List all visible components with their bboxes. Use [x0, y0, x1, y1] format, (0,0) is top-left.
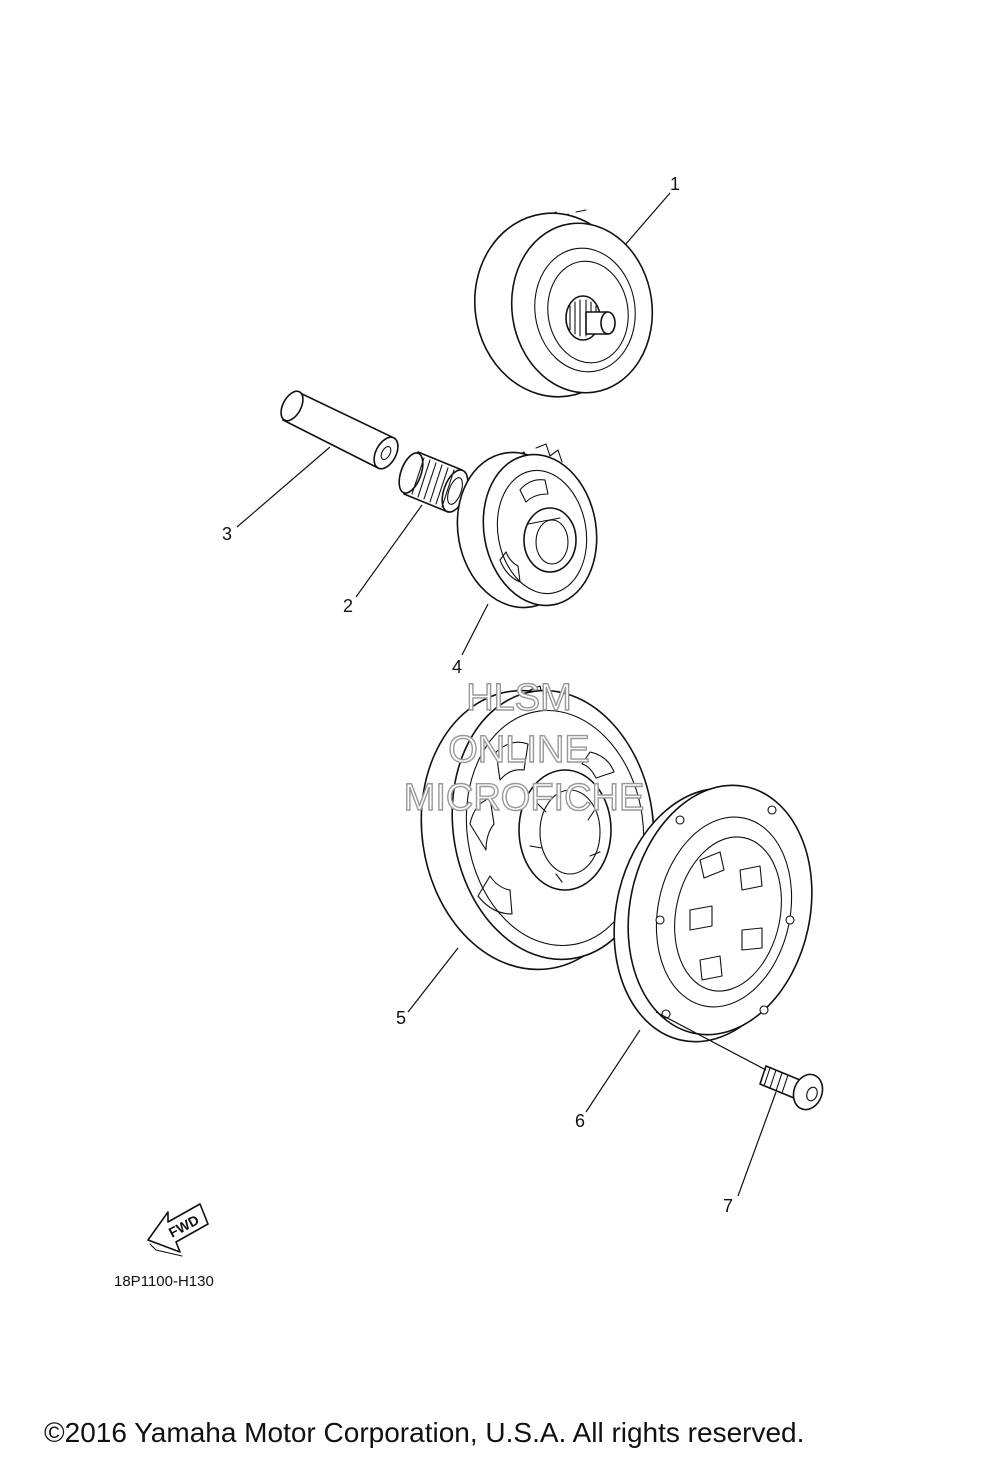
callout-7: 7 [723, 1196, 733, 1216]
part-1-shaft-end [600, 311, 616, 335]
part-1-recess [547, 260, 629, 364]
callout-4: 4 [452, 657, 462, 677]
callout-2: 2 [343, 596, 353, 616]
part-5-starter-gear[interactable] [404, 676, 671, 983]
part-1-idle-gear[interactable] [463, 203, 663, 407]
part-7-bolt[interactable] [759, 1065, 827, 1114]
part-3-shaft[interactable] [277, 388, 403, 473]
callout-labels: 1 2 3 4 5 6 7 [222, 174, 733, 1216]
part-4-gear[interactable] [445, 443, 608, 617]
leader-lines [236, 192, 777, 1197]
part-6-clutch[interactable] [591, 768, 834, 1059]
part-6-bolt-holes [655, 805, 795, 1019]
diagram-code: 18P1100-H130 [114, 1273, 214, 1290]
fwd-arrow: FWD [147, 1203, 209, 1257]
part-1-inner-ring [534, 247, 636, 373]
watermark-line-2: ONLINE [448, 729, 589, 771]
watermark: HLSM ONLINE MICROFICHE [403, 676, 645, 819]
callout-1: 1 [670, 174, 680, 194]
watermark-line-1: HLSM [466, 677, 572, 719]
callout-5: 5 [396, 1008, 406, 1028]
copyright: ©2016 Yamaha Motor Corporation, U.S.A. A… [44, 1417, 804, 1448]
watermark-line-3: MICROFICHE [404, 777, 645, 819]
callout-6: 6 [575, 1111, 585, 1131]
callout-3: 3 [222, 524, 232, 544]
